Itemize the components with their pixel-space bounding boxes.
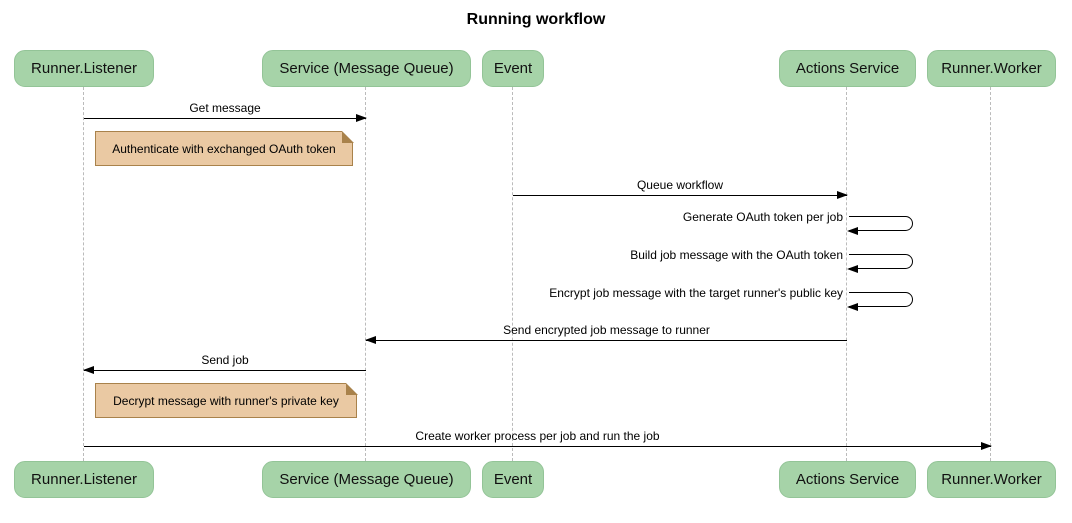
arrowhead-right-icon: [356, 113, 367, 122]
note-label: Decrypt message with runner's private ke…: [113, 393, 339, 408]
lifeline-service-message-queue: [365, 87, 366, 461]
participant-actions-service-top: Actions Service: [779, 50, 916, 87]
arrow-line: [83, 365, 366, 374]
participant-service-message-queue-bottom: Service (Message Queue): [262, 461, 471, 498]
self-arrow-build-job-message: [847, 254, 913, 274]
self-arrow-generate-oauth: [847, 216, 913, 236]
note-label: Authenticate with exchanged OAuth token: [112, 141, 336, 156]
message-label: Send job: [201, 353, 249, 367]
arrow-line: [365, 335, 847, 344]
self-message-label-encrypt-job-message: Encrypt job message with the target runn…: [549, 286, 843, 300]
arrow-line: [513, 190, 848, 199]
participant-service-message-queue-top: Service (Message Queue): [262, 50, 471, 87]
participant-runner-worker-top: Runner.Worker: [927, 50, 1056, 87]
arrowhead-left-icon: [847, 227, 858, 236]
arrowhead-left-icon: [365, 335, 376, 344]
participant-runner-listener-bottom: Runner.Listener: [14, 461, 154, 498]
note-authenticate: Authenticate with exchanged OAuth token: [95, 130, 354, 166]
arrowhead-left-icon: [847, 303, 858, 312]
arrowhead-left-icon: [847, 265, 858, 274]
message-label: Queue workflow: [636, 178, 724, 192]
lifeline-event: [512, 87, 513, 461]
note-decrypt: Decrypt message with runner's private ke…: [95, 382, 358, 418]
message-label: Send encrypted job message to runner: [503, 323, 710, 337]
self-message-label-generate-oauth: Generate OAuth token per job: [682, 210, 843, 224]
message-create-worker-process: Create worker process per job and run th…: [84, 429, 992, 450]
message-get-message: Get message: [84, 101, 367, 122]
lifeline-runner-worker: [990, 87, 991, 461]
self-message-label-build-job-message: Build job message with the OAuth token: [630, 248, 843, 262]
message-queue-workflow: Queue workflow: [513, 178, 848, 199]
arrowhead-right-icon: [981, 441, 992, 450]
arrow-line: [84, 441, 992, 450]
participant-actions-service-bottom: Actions Service: [779, 461, 916, 498]
message-label: Create worker process per job and run th…: [415, 429, 660, 443]
lifeline-runner-listener: [83, 87, 84, 461]
diagram-title: Running workflow: [466, 11, 606, 28]
message-send-job: Send job: [83, 353, 366, 374]
arrow-line: [84, 113, 367, 122]
message-label: Get message: [189, 101, 261, 115]
participant-runner-listener-top: Runner.Listener: [14, 50, 154, 87]
message-send-encrypted-job: Send encrypted job message to runner: [365, 323, 847, 344]
self-arrow-encrypt-job-message: [847, 292, 913, 312]
participant-event-bottom: Event: [482, 461, 544, 498]
participant-event-top: Event: [482, 50, 544, 87]
arrowhead-left-icon: [83, 365, 94, 374]
arrowhead-right-icon: [837, 190, 848, 199]
lifeline-actions-service: [846, 87, 847, 461]
participant-runner-worker-bottom: Runner.Worker: [927, 461, 1056, 498]
